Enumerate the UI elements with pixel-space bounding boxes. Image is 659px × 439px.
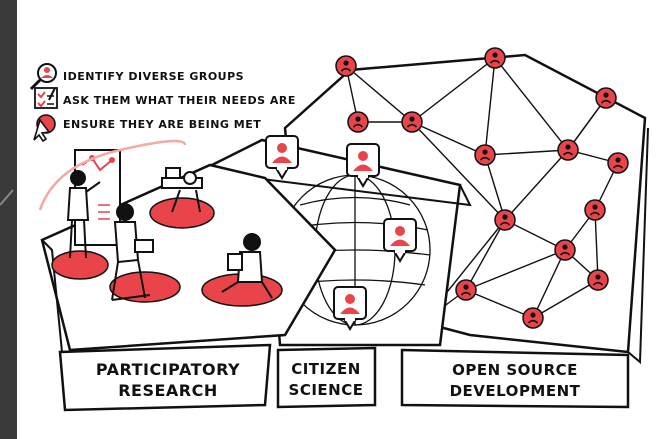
legend-item-3-text: ENSURE THEY ARE BEING MET [63, 118, 261, 131]
label-citizen: CITIZEN SCIENCE [276, 346, 377, 409]
person-pin-icon [474, 144, 496, 166]
participatory-block [38, 139, 337, 353]
cursor-target-icon [33, 114, 56, 143]
label-participatory: PARTICIPATORY RESEARCH [58, 343, 272, 412]
label-participatory-line2: RESEARCH [118, 381, 218, 400]
person-pin-icon [494, 209, 516, 231]
label-opensource: OPEN SOURCE DEVELOPMENT [400, 348, 630, 409]
presenter-figure [66, 170, 101, 259]
person-pin-icon [607, 152, 629, 174]
seated-laptop-figure [111, 203, 154, 301]
decor-squiggle [38, 139, 187, 211]
desk-figure [161, 167, 203, 213]
label-participatory-line1: PARTICIPATORY [96, 360, 240, 379]
label-citizen-line1: CITIZEN [291, 360, 361, 378]
legend-item-2-text: ASK THEM WHAT THEIR NEEDS ARE [63, 94, 296, 107]
legend-item-2-text-run: ASK THEM WHAT THEIR NEEDS ARE [63, 94, 296, 107]
person-pin-icon [557, 139, 579, 161]
person-pin-icon [401, 111, 423, 133]
person-pin-icon [554, 239, 576, 261]
person-pin-icon [587, 269, 609, 291]
floor-reading-figure [221, 233, 273, 299]
person-pin-icon [522, 307, 544, 329]
person-pin-icon [484, 47, 506, 69]
label-opensource-line1: OPEN SOURCE [452, 361, 578, 379]
label-citizen-line2: SCIENCE [289, 381, 364, 399]
person-pin-icon [335, 55, 357, 77]
frame-edge-mark [0, 189, 14, 206]
magnifier-person-icon [29, 63, 57, 91]
label-opensource-line2: DEVELOPMENT [450, 382, 581, 400]
legend: IDENTIFY DIVERSE GROUPS ASK THEM WHAT TH… [29, 63, 296, 143]
clipboard-checklist-icon [34, 87, 58, 109]
person-pin-icon [584, 199, 606, 221]
person-pin-icon [595, 87, 617, 109]
person-pin-icon [347, 111, 369, 133]
legend-item-1-text: IDENTIFY DIVERSE GROUPS [63, 70, 244, 83]
person-pin-icon [455, 279, 477, 301]
